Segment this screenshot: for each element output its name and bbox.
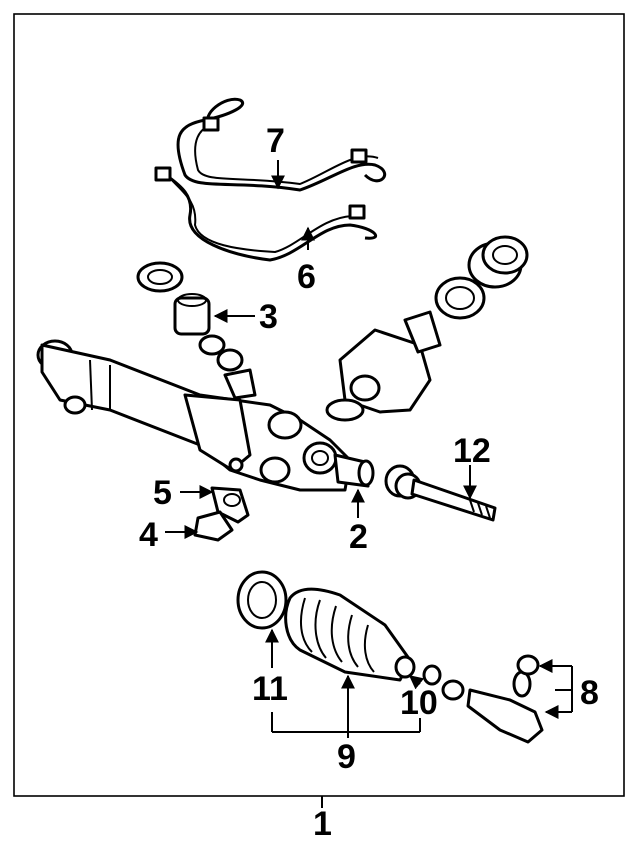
callout-2: 2 — [349, 518, 368, 556]
callout-12: 12 — [453, 432, 491, 470]
pressure-line-6 — [154, 166, 378, 262]
callout-7: 7 — [266, 122, 285, 160]
leader-lines — [165, 160, 573, 738]
boot-9 — [284, 587, 416, 682]
inner-tie-rod-12 — [384, 464, 497, 522]
callout-9: 9 — [337, 738, 356, 776]
adjuster-3 — [136, 261, 257, 400]
callout-3: 3 — [259, 298, 278, 336]
rack-housing — [36, 339, 352, 492]
boot-clamp-11 — [236, 570, 288, 630]
pressure-line-7 — [176, 97, 387, 192]
callout-10: 10 — [400, 684, 438, 722]
callout-11: 11 — [252, 670, 288, 708]
rack-end-2 — [333, 453, 375, 488]
callout-4: 4 — [139, 516, 158, 554]
valve-housing — [325, 235, 529, 422]
callout-5: 5 — [153, 474, 172, 512]
tie-rod-end-8 — [466, 654, 544, 744]
callout-6: 6 — [297, 258, 316, 296]
callout-8: 8 — [580, 674, 599, 712]
callout-1: 1 — [313, 805, 332, 843]
clamp-10 — [422, 664, 465, 701]
diagram-frame — [13, 13, 625, 797]
